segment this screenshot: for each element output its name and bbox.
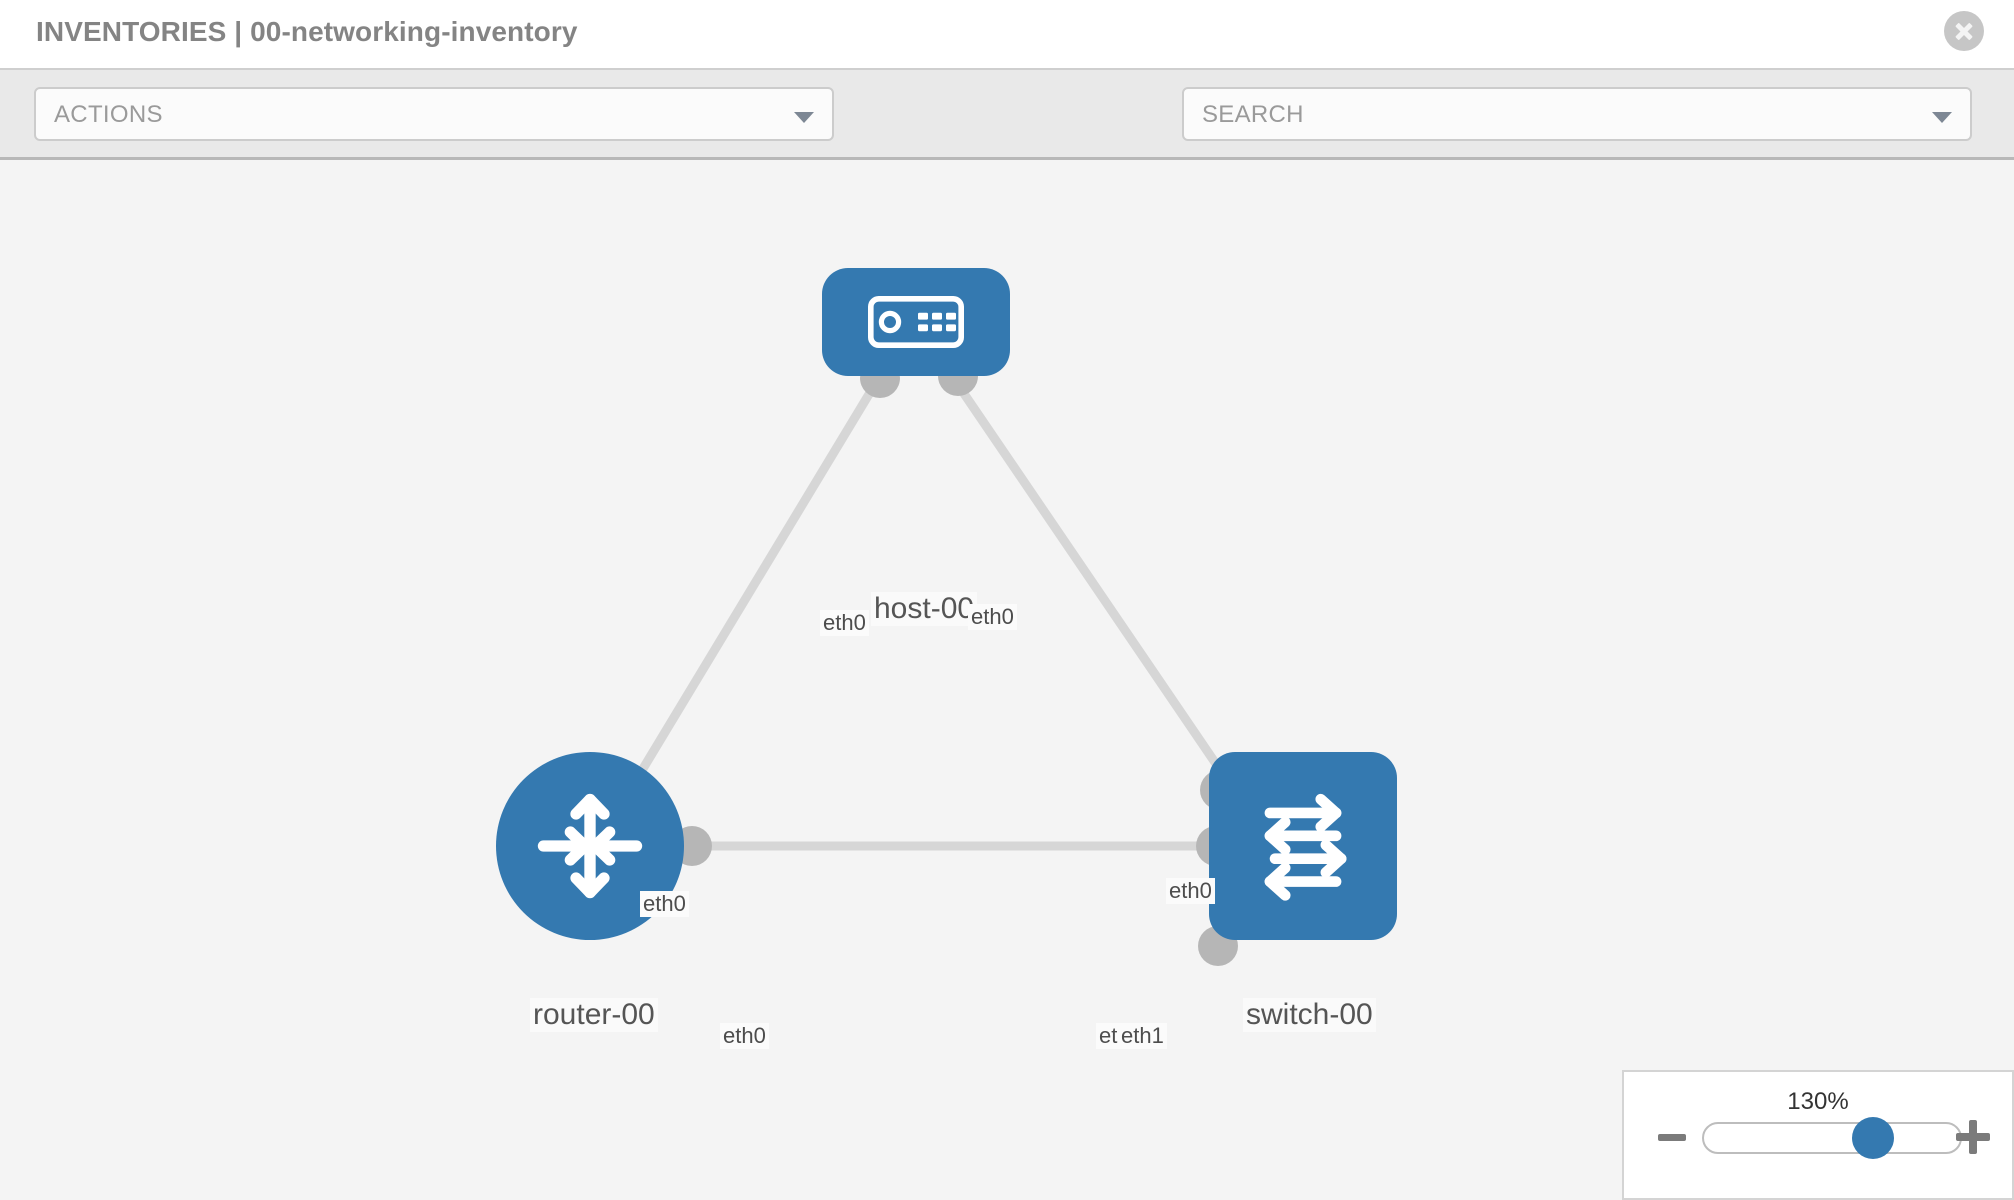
chevron-down-icon (794, 112, 814, 123)
switch-icon (1264, 793, 1347, 901)
node-label-host-00: host-00 (871, 592, 978, 626)
interface-label: eth0 (720, 1023, 769, 1049)
topology-node-switch-00[interactable] (1209, 752, 1397, 940)
minus-icon[interactable] (1658, 1134, 1686, 1141)
switch-node-shape (1209, 752, 1397, 940)
node-label-router-00: router-00 (530, 998, 658, 1032)
topology-node-host-00[interactable] (822, 268, 1010, 376)
server-icon (868, 296, 964, 348)
plus-icon[interactable] (1956, 1120, 1990, 1154)
interface-label: eth0 (968, 604, 1017, 630)
link-host00-router00 (608, 373, 884, 823)
app-header: INVENTORIES | 00-networking-inventory (0, 0, 2014, 68)
topology-node-router-00[interactable] (496, 752, 684, 940)
toolbar: ACTIONS SEARCH (0, 68, 2014, 199)
zoom-slider[interactable] (1702, 1117, 1962, 1159)
topology-links (608, 373, 1250, 851)
zoom-control: 130% (1622, 1070, 2014, 1200)
interface-label: eth0 (1166, 878, 1215, 904)
topology-canvas[interactable]: host-00 router-00 (0, 160, 2014, 1200)
node-label-switch-00: switch-00 (1243, 998, 1376, 1032)
page-title: INVENTORIES | 00-networking-inventory (36, 16, 578, 47)
search-input[interactable]: SEARCH (1182, 87, 1972, 141)
search-placeholder: SEARCH (1202, 101, 1304, 128)
zoom-slider-thumb[interactable] (1852, 1117, 1894, 1159)
interface-label: eth0 (640, 891, 689, 917)
host-node-shape (822, 268, 1010, 376)
interface-label: eth1 (1118, 1023, 1167, 1049)
zoom-level-value: 130% (1787, 1088, 1849, 1115)
chevron-down-icon (1932, 112, 1952, 123)
plus-icon-vertical (1969, 1120, 1977, 1154)
router-node-shape (496, 752, 684, 940)
actions-dropdown-label: ACTIONS (54, 101, 163, 128)
actions-dropdown[interactable]: ACTIONS (34, 87, 834, 141)
router-icon (537, 793, 643, 899)
interface-label: eth0 (820, 610, 869, 636)
close-icon[interactable] (1944, 11, 1984, 51)
link-host00-switch00 (948, 373, 1250, 811)
